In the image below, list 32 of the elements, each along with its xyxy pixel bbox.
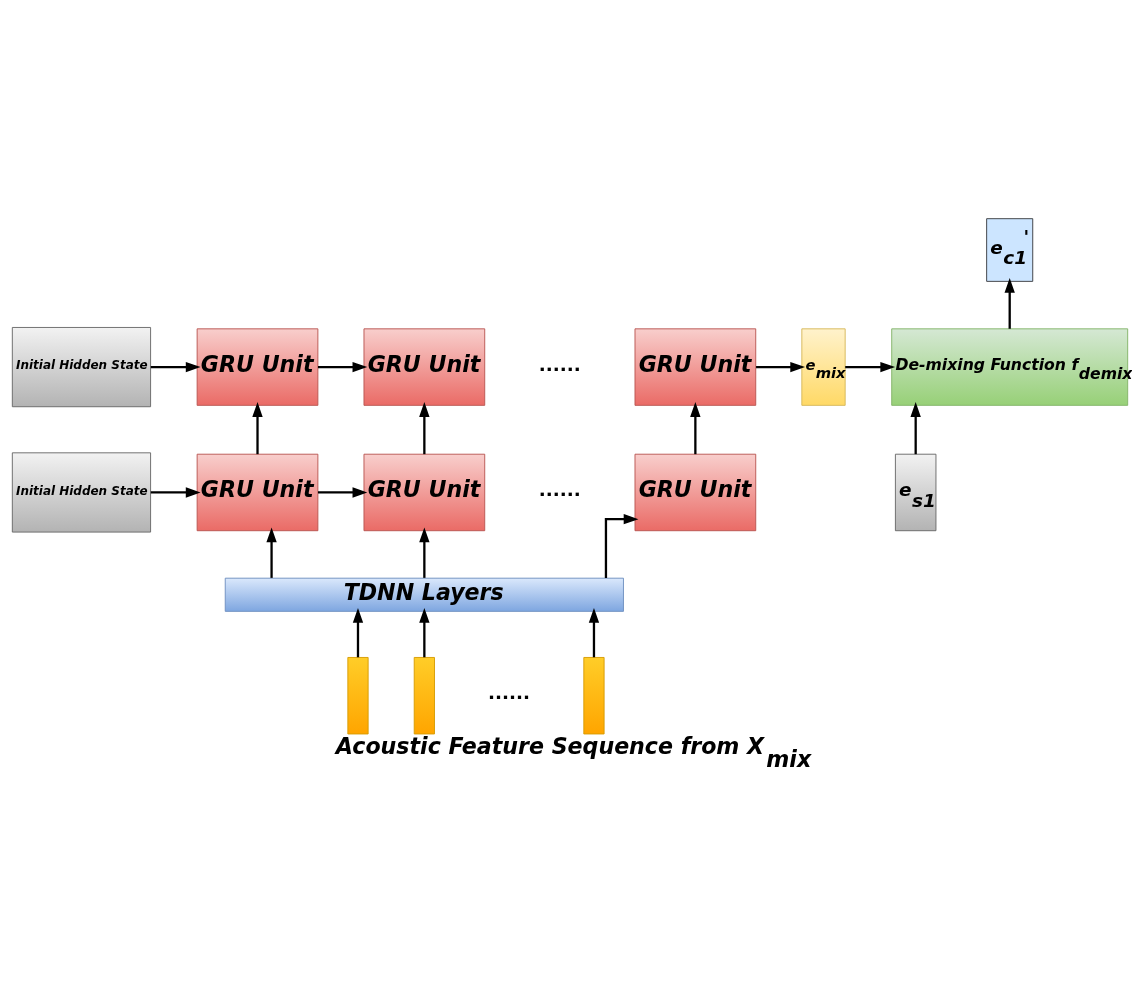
label: ...... — [538, 478, 581, 500]
arrow — [910, 401, 921, 454]
arrow — [419, 527, 430, 578]
node-box: GRU Unit — [363, 327, 486, 406]
label: ...... — [538, 353, 581, 375]
arrow — [756, 361, 806, 372]
arrow — [690, 401, 701, 454]
label: ...... — [487, 681, 530, 703]
arrow — [1004, 277, 1015, 329]
arrow — [252, 401, 263, 454]
node-bar — [583, 656, 605, 734]
node-bar — [347, 656, 369, 734]
arrow — [352, 607, 364, 657]
node-box: GRU Unit — [196, 453, 319, 531]
arrow — [419, 607, 430, 657]
node-box: TDNN Layers — [224, 577, 624, 612]
arrow — [604, 513, 639, 578]
arrow — [318, 361, 368, 372]
node-box: Initial Hidden State — [11, 326, 152, 407]
node-box: GRU Unit — [363, 453, 486, 531]
node-bar — [413, 656, 435, 734]
arrow — [845, 361, 896, 372]
arrow — [419, 401, 430, 454]
node-box: Initial Hidden State — [11, 451, 152, 533]
node-box: GRU Unit — [634, 453, 757, 531]
arrow — [266, 527, 277, 578]
node-box: GRU Unit — [634, 327, 757, 406]
arrow — [318, 486, 368, 498]
arrow — [588, 607, 600, 657]
arrow — [150, 486, 201, 498]
node-box: GRU Unit — [196, 327, 319, 406]
arrow — [150, 361, 201, 372]
